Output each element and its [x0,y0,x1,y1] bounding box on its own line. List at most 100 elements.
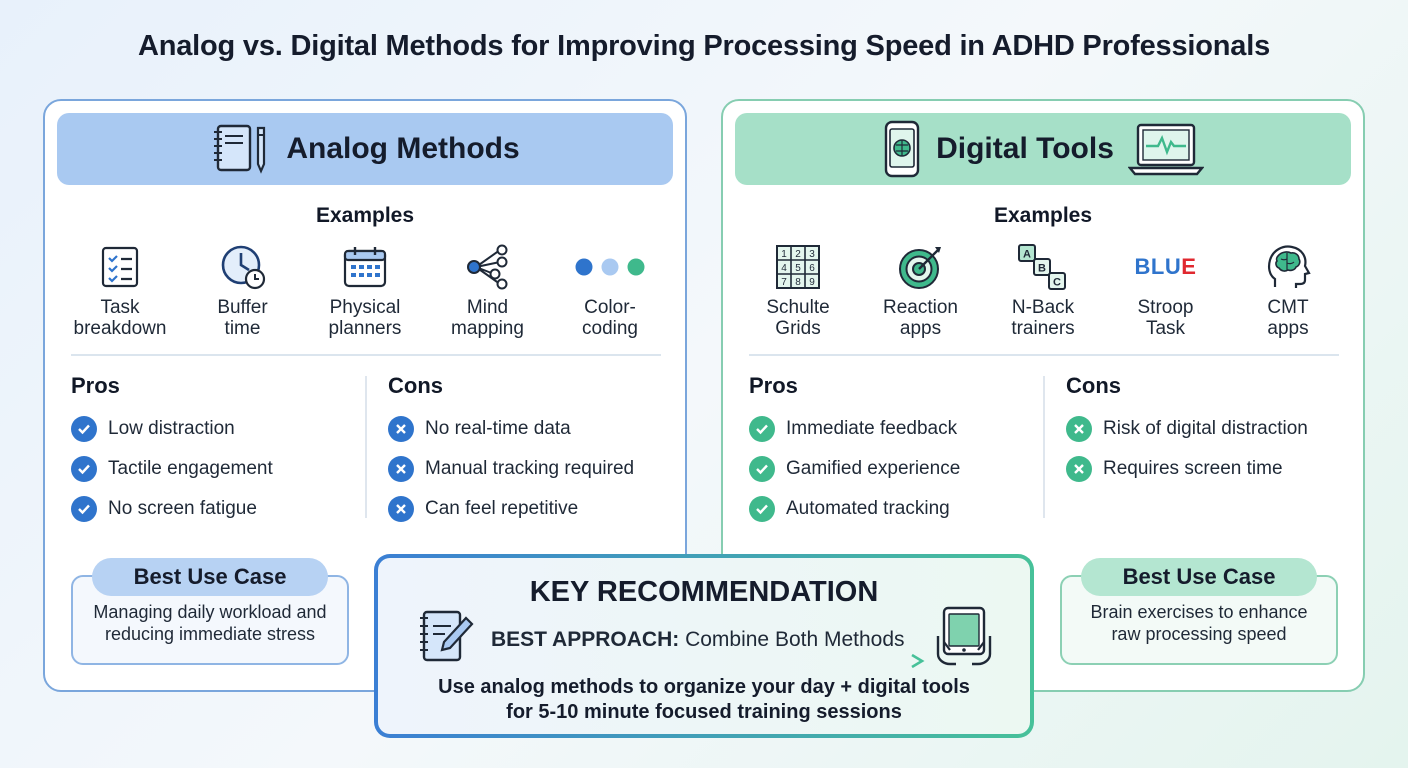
example-label: Stroop [1137,297,1194,318]
schulte-number: 9 [809,277,815,288]
con-text: Risk of digital distraction [1103,418,1308,439]
key-title: KEY RECOMMENDATION [529,576,879,608]
divider [71,354,661,356]
x-icon [1066,456,1092,482]
x-icon [1066,416,1092,442]
check-icon [749,416,775,442]
target-icon [860,243,982,291]
con-text: Manual tracking required [425,458,635,479]
con-item: Can feel repetitive [388,489,634,529]
nback-letter: C [1053,277,1061,289]
mind-map-icon [427,243,549,291]
con-text: No real-time data [425,418,571,439]
pro-text: Tactile engagement [108,458,273,479]
pro-item: Tactile engagement [71,449,273,489]
divider [749,354,1339,356]
example-label: time [224,318,261,339]
key-recommendation-inner: KEY RECOMMENDATION BEST APPROACH: Combin… [378,558,1030,734]
x-icon [388,416,414,442]
example-label: coding [582,318,638,339]
example-label: N-Back [1011,297,1075,318]
x-icon [388,456,414,482]
check-icon [71,416,97,442]
con-item: Manual tracking required [388,449,634,489]
example-label: Task [1145,318,1186,339]
example-buffer-time: Buffer time [182,243,304,339]
pro-item: Gamified experience [749,449,960,489]
digital-title: Digital Tools [936,132,1114,165]
check-icon [749,456,775,482]
key-recommendation-box: KEY RECOMMENDATION BEST APPROACH: Combin… [374,554,1034,738]
example-color-coding: Color- coding [549,243,671,339]
example-physical-planners: Physical planners [304,243,426,339]
pro-text: Automated tracking [786,498,950,519]
stroop-word-red-part: E [1181,254,1197,279]
use-case-line: Brain exercises to enhance [1090,602,1308,622]
pro-item: No screen fatigue [71,489,273,529]
use-case-text: Brain exercises to enhance raw processin… [1062,601,1336,645]
pro-item: Automated tracking [749,489,960,529]
analog-header: Analog Methods [57,113,673,185]
check-icon [71,496,97,522]
digital-cons: Cons Risk of digital distraction Require… [1066,373,1308,489]
pro-text: Immediate feedback [786,418,958,439]
pro-item: Immediate feedback [749,409,960,449]
schulte-number: 6 [809,263,815,274]
pro-text: No screen fatigue [108,498,257,519]
con-text: Can feel repetitive [425,498,579,519]
example-label: planners [328,318,402,339]
x-icon [388,496,414,522]
digital-examples-title: Examples [993,204,1093,227]
schulte-number: 4 [781,263,787,274]
schulte-number: 3 [809,249,815,260]
use-case-line: reducing immediate stress [104,624,316,644]
notebook-pen-icon [210,122,272,176]
stroop-word-blue-part: BLU [1134,254,1182,279]
example-label: Mind [466,297,509,318]
nback-letter: B [1038,263,1046,275]
phone-brain-icon [882,120,922,178]
analog-cons: Cons No real-time data Manual tracking r… [388,373,634,529]
page-title: Analog vs. Digital Methods for Improving… [137,30,1271,62]
analog-title: Analog Methods [286,132,520,165]
example-label: trainers [1011,318,1075,339]
example-label: apps [899,318,942,339]
use-case-title: Best Use Case [92,558,328,596]
divider [1043,376,1045,518]
analog-examples: Task breakdown Buffer time [59,243,671,339]
divider [365,376,367,518]
laptop-heartbeat-icon [1127,122,1204,176]
arrow-right-icon [490,653,926,673]
example-label: breakdown [73,318,167,339]
nback-letter: A [1023,249,1031,261]
example-stroop-task: BLUE Stroop Task [1105,243,1227,339]
schulte-number: 8 [795,277,801,288]
tablet-hands-icon [932,606,996,673]
example-label: Color- [584,297,636,318]
schulte-number: 7 [781,277,787,288]
pro-item: Low distraction [71,409,273,449]
analog-use-case: Best Use Case Managing daily workload an… [71,558,349,665]
pros-title: Pros [71,373,120,398]
best-approach: BEST APPROACH: Combine Both Methods [491,628,905,652]
color-dots-icon [549,243,671,291]
example-label: apps [1267,318,1309,339]
check-icon [749,496,775,522]
use-case-text: Managing daily workload and reducing imm… [73,601,347,645]
analog-pros: Pros Low distraction Tactile engagement … [71,373,273,529]
analog-examples-title: Examples [315,204,415,227]
example-label: Physical [329,297,401,318]
example-label: CMT [1267,297,1309,318]
stroop-word-icon: BLUE [1105,243,1227,291]
analog-panel: Analog Methods Examples Task breakdown [43,99,687,692]
pros-title: Pros [749,373,798,398]
example-label: Schulte [766,297,830,318]
pro-text: Low distraction [108,418,235,439]
example-mind-mapping: Mind mapping [427,243,549,339]
